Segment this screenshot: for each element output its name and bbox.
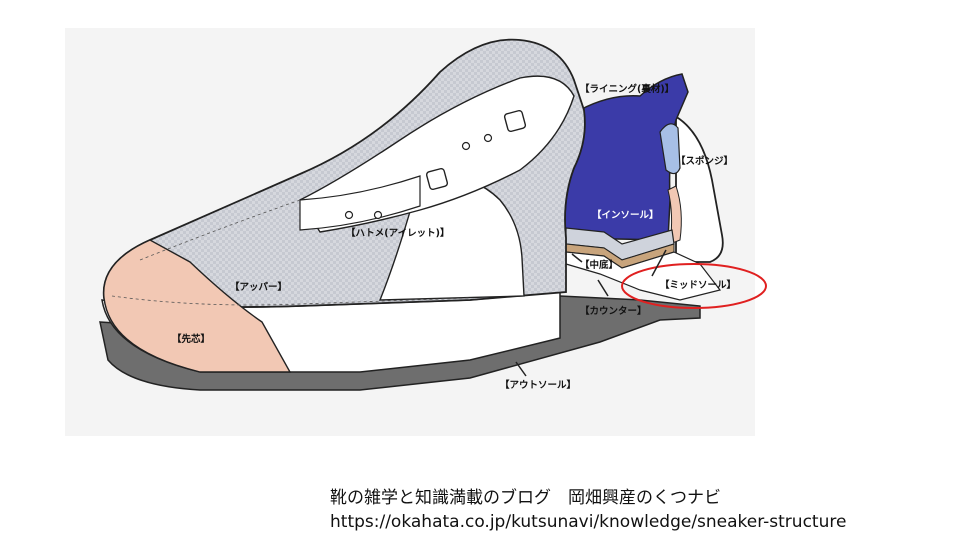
sponge-shape — [659, 123, 681, 175]
arrow-counter — [597, 279, 609, 297]
stitch-line — [111, 295, 471, 306]
label-upper: 【アッパー】 — [230, 281, 287, 293]
caption-url: https://okahata.co.jp/kutsunavi/knowledg… — [330, 512, 847, 532]
label-lining: 【ライニング(裏材)】 — [580, 83, 674, 95]
label-sponge: 【スポンジ】 — [676, 155, 733, 167]
eyelet-hole — [483, 133, 493, 143]
lace-loop — [503, 109, 527, 133]
label-toe-cap: 【先芯】 — [172, 333, 210, 345]
caption-blog-name: 靴の雑学と知識満載のブログ 岡畑興産のくつナビ — [330, 488, 721, 508]
eyelet-hole — [461, 141, 471, 151]
eyelet-hole — [373, 210, 383, 220]
eyelet-stay — [299, 175, 421, 231]
label-outsole: 【アウトソール】 — [500, 379, 576, 391]
label-midsole: 【ミッドソール】 — [660, 279, 736, 291]
arrow-midsole — [651, 249, 667, 277]
arrow-outsole — [515, 361, 527, 377]
heel-outer — [659, 109, 724, 263]
lace-loop — [425, 167, 449, 191]
eyelet-hole — [344, 210, 354, 220]
label-eyelet: 【ハトメ(アイレット)】 — [346, 227, 450, 239]
midsole-highlight-ellipse — [621, 263, 767, 309]
arrow-middle-bottom — [571, 253, 583, 263]
label-middle-bottom: 【中底】 — [580, 259, 618, 271]
stitch-line — [139, 199, 301, 261]
label-counter: 【カウンター】 — [580, 305, 647, 317]
label-insole: 【インソール】 — [592, 209, 659, 221]
